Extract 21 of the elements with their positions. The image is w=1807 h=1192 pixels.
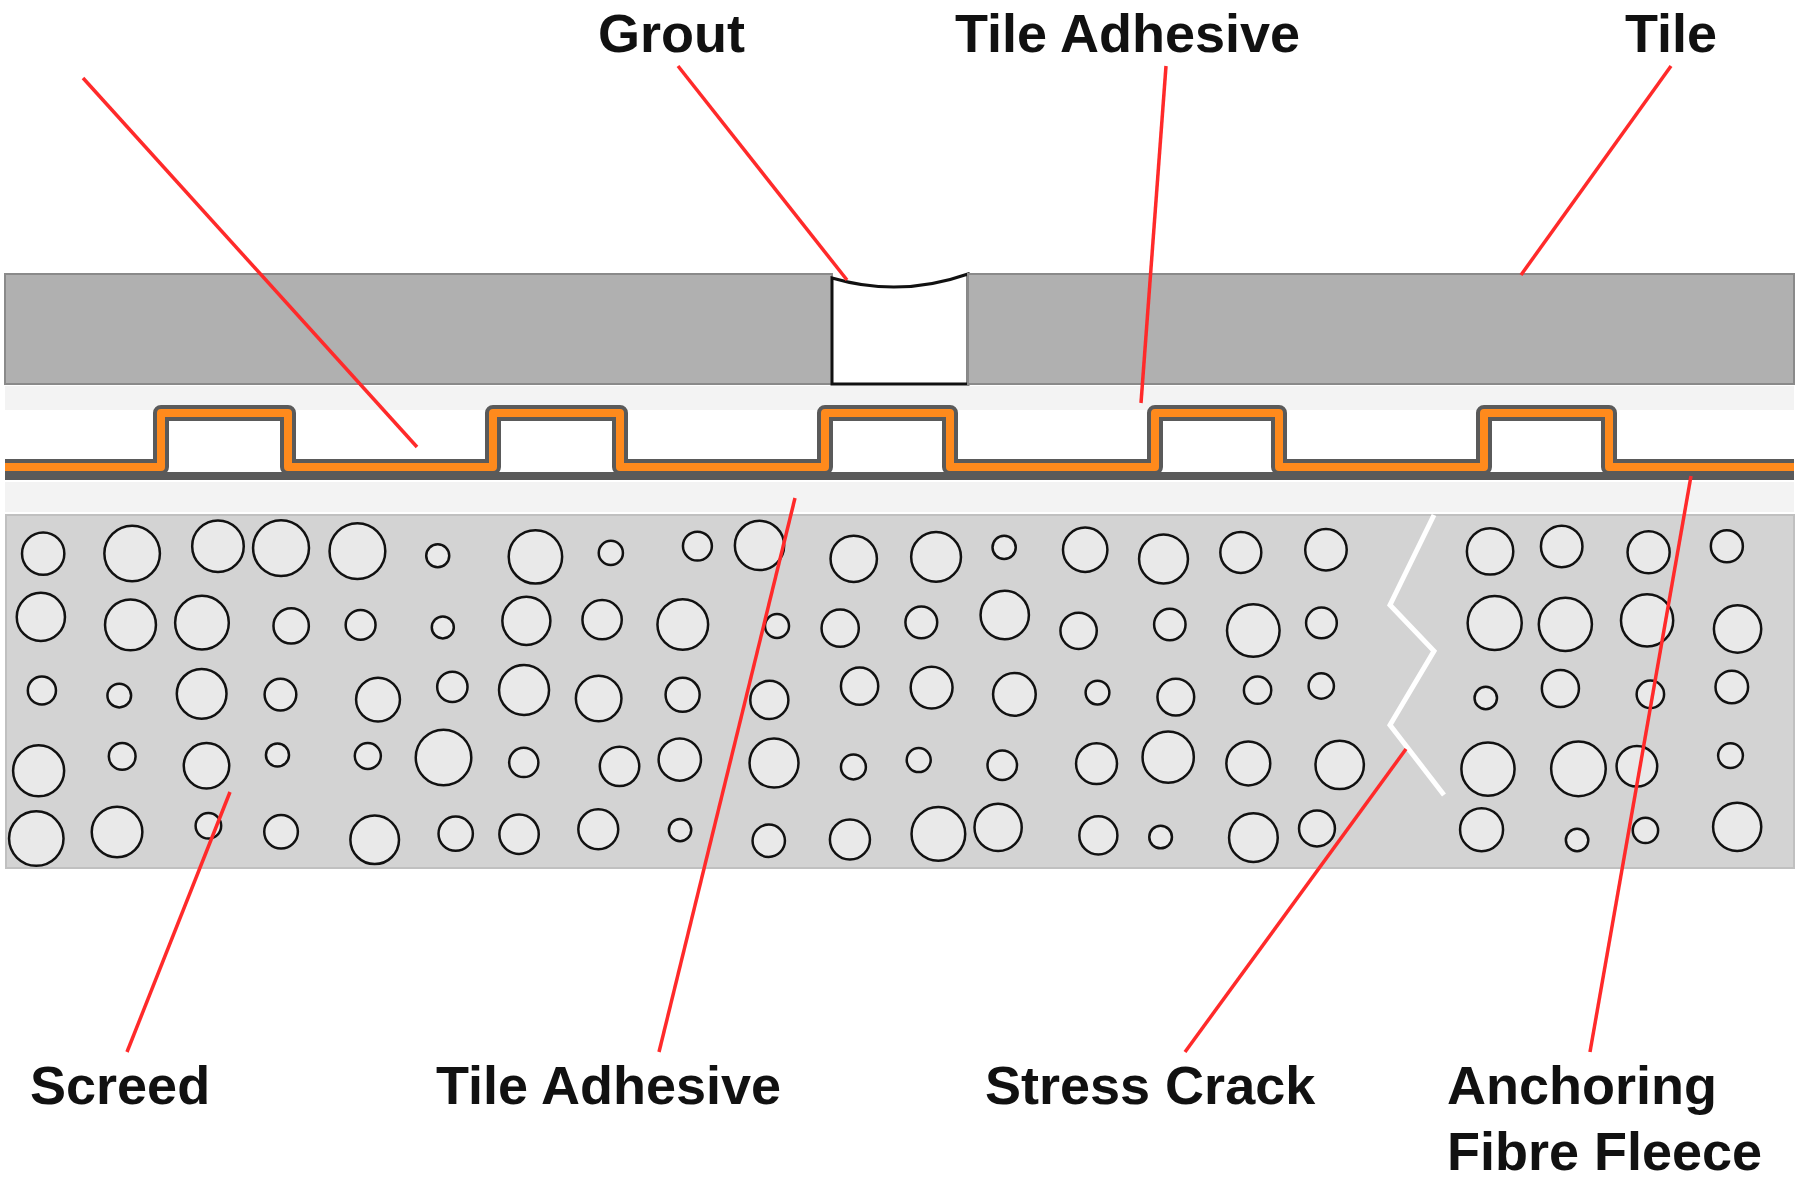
part-label: Grout (598, 0, 745, 66)
part-label: Stress Crack (985, 1052, 1316, 1118)
leader-line (1519, 65, 1673, 276)
stress-crack (1388, 515, 1448, 795)
grout (832, 274, 968, 384)
part-label: Tile Adhesive (955, 0, 1301, 66)
leader-line (657, 497, 797, 1053)
tile (968, 274, 1794, 384)
part-label: Anchoring Fibre Fleece (1447, 1052, 1792, 1184)
leader-line (81, 76, 419, 449)
adhesive-layer (5, 386, 1794, 410)
leader-line (1139, 65, 1168, 404)
part-label: Tile Adhesive (436, 1052, 782, 1118)
fleece-layer (5, 472, 1794, 480)
adhesive-layer (5, 482, 1794, 512)
part-label: Tile (1625, 0, 1718, 66)
part-label: Screed (30, 1052, 211, 1118)
leader-line (676, 64, 849, 282)
leader-line (125, 791, 232, 1053)
leader-line (1183, 747, 1408, 1054)
tile (5, 274, 832, 384)
